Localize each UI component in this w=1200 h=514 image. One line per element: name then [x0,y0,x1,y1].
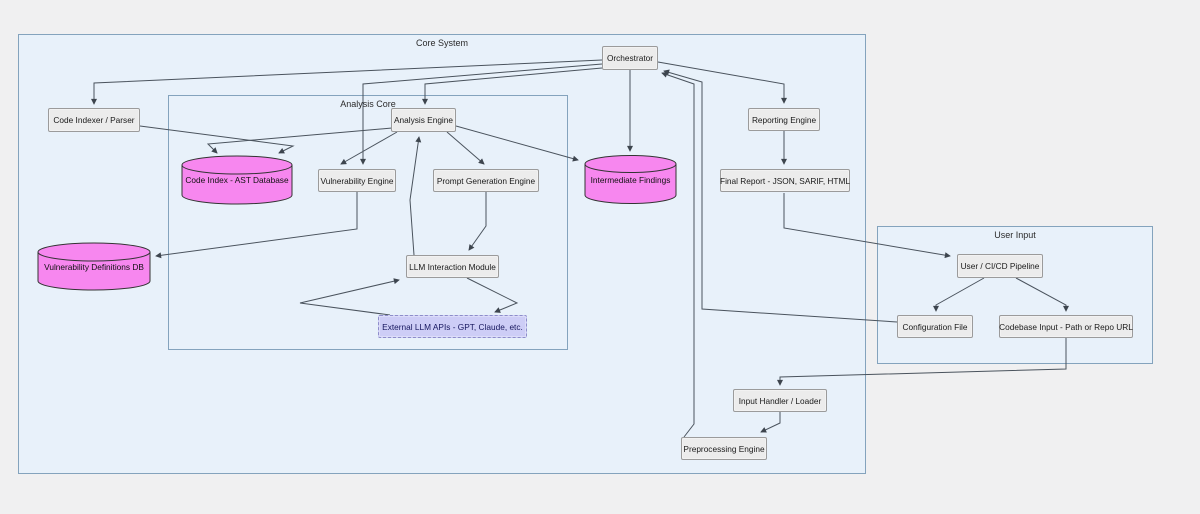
database-ast-db [181,155,293,205]
container-core-system-label: Core System [415,38,468,48]
node-reporting-engine: Reporting Engine [748,108,820,131]
edge-orchestrator-to-code-indexer [91,59,603,105]
container-user-input-label: User Input [994,230,1036,240]
edge-code-indexer-to-ast-db [139,125,295,154]
database-intermediate-findings [584,155,677,204]
edge-analysis-engine-to-intermediate-findings [455,125,579,162]
container-user-input: User Input [877,226,1153,364]
node-configuration-file: Configuration File [897,315,973,338]
edge-vulnerability-engine-to-vuln-db [155,192,358,259]
edge-orchestrator-to-vulnerability-engine [360,63,603,165]
container-analysis-core: Analysis Core [168,95,568,350]
edge-analysis-engine-to-vulnerability-engine [340,131,398,165]
node-input-handler: Input Handler / Loader [733,389,827,412]
node-vulnerability-engine: Vulnerability Engine [318,169,396,192]
node-user-cicd-pipeline: User / CI/CD Pipeline [957,254,1043,278]
edge-orchestrator-to-reporting-engine [657,61,787,104]
edge-configuration-file-to-orchestrator [663,69,898,323]
edge-analysis-engine-to-ast-db [206,127,393,154]
node-external-llm-apis: External LLM APIs - GPT, Claude, etc. [378,315,527,338]
edge-user-pipeline-to-codebase-input [1015,277,1069,312]
edge-llm-module-to-external-llm [466,277,519,313]
edge-analysis-engine-to-prompt-generation [446,131,485,165]
node-orchestrator: Orchestrator [602,46,658,70]
database-ast-db-label: Code Index - AST Database [185,175,289,185]
edge-orchestrator-to-analysis-engine [422,67,603,105]
database-intermediate-findings-label: Intermediate Findings [590,175,671,185]
node-code-indexer: Code Indexer / Parser [48,108,140,132]
node-preprocessing-engine: Preprocessing Engine [681,437,767,460]
edge-input-handler-to-preprocessing [760,412,781,433]
edge-codebase-input-to-input-handler [777,338,1067,386]
edge-user-pipeline-to-configuration-file [933,277,985,312]
edge-prompt-generation-to-llm-module [468,192,487,251]
database-vuln-definitions-db-label: Vulnerability Definitions DB [44,262,144,272]
container-analysis-core-label: Analysis Core [340,99,396,109]
database-vuln-definitions-db [37,242,151,291]
node-llm-interaction-module: LLM Interaction Module [406,255,499,278]
edge-llm-module-to-analysis-engine [409,136,422,256]
node-final-report: Final Report - JSON, SARIF, HTML [720,169,850,192]
node-codebase-input: Codebase Input - Path or Repo URL [999,315,1133,338]
edge-external-llm-to-llm-module [299,278,400,316]
edge-preprocessing-to-orchestrator [661,71,695,438]
edge-final-report-to-user-pipeline [783,193,951,259]
node-prompt-generation-engine: Prompt Generation Engine [433,169,539,192]
node-analysis-engine: Analysis Engine [391,108,456,132]
